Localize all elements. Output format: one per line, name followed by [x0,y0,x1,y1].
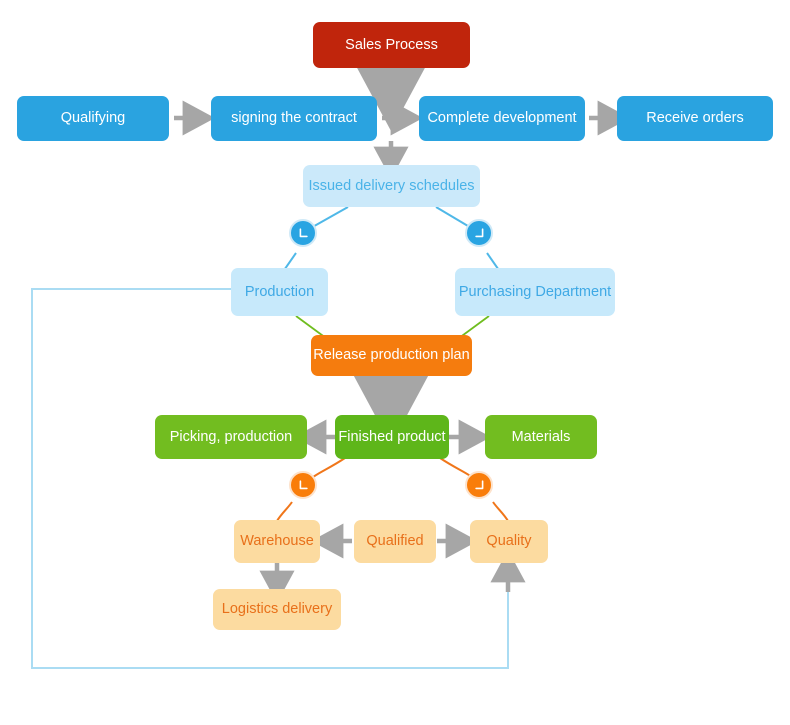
node-label: Logistics delivery [221,601,333,618]
arrow-down-right-icon [296,226,311,241]
node-receive-orders[interactable]: Receive orders [617,96,773,141]
node-label: Materials [511,428,571,445]
arrow-down-left-icon [472,478,487,493]
node-signing-the-contract[interactable]: signing the contract [211,96,377,141]
node-finished-product[interactable]: Finished product [335,415,449,459]
node-qualifying[interactable]: Qualifying [17,96,169,141]
node-label: Issued delivery schedules [308,177,475,194]
node-label: Purchasing Department [458,283,612,300]
node-label: Warehouse [240,533,314,550]
node-label: Picking, production [169,428,293,445]
node-logistics-delivery[interactable]: Logistics delivery [213,589,341,630]
node-label: Qualifying [60,110,126,127]
node-release-production-plan[interactable]: Release production plan [311,335,472,376]
node-issued-delivery-schedules[interactable]: Issued delivery schedules [303,165,480,207]
node-label: Receive orders [646,110,744,127]
node-materials[interactable]: Materials [485,415,597,459]
merge-badge-right[interactable] [465,471,493,499]
node-label: Finished product [338,428,446,445]
node-quality[interactable]: Quality [470,520,548,563]
node-label: Sales Process [345,36,438,53]
merge-badge-left[interactable] [289,471,317,499]
node-sales-process[interactable]: Sales Process [313,22,470,68]
node-qualified[interactable]: Qualified [354,520,436,563]
node-label: Quality [486,533,532,550]
node-label: Production [244,283,315,300]
node-complete-development[interactable]: Complete development [419,96,585,141]
arrow-down-left-icon [472,226,487,241]
node-warehouse[interactable]: Warehouse [234,520,320,563]
node-purchasing-department[interactable]: Purchasing Department [455,268,615,316]
node-production[interactable]: Production [231,268,328,316]
node-label: Release production plan [313,347,470,364]
node-label: Qualified [366,533,424,550]
split-badge-right[interactable] [465,219,493,247]
node-picking-production[interactable]: Picking, production [155,415,307,459]
split-badge-left[interactable] [289,219,317,247]
arrow-down-right-icon [296,478,311,493]
node-label: Complete development [427,110,577,127]
node-label: signing the contract [231,110,357,127]
